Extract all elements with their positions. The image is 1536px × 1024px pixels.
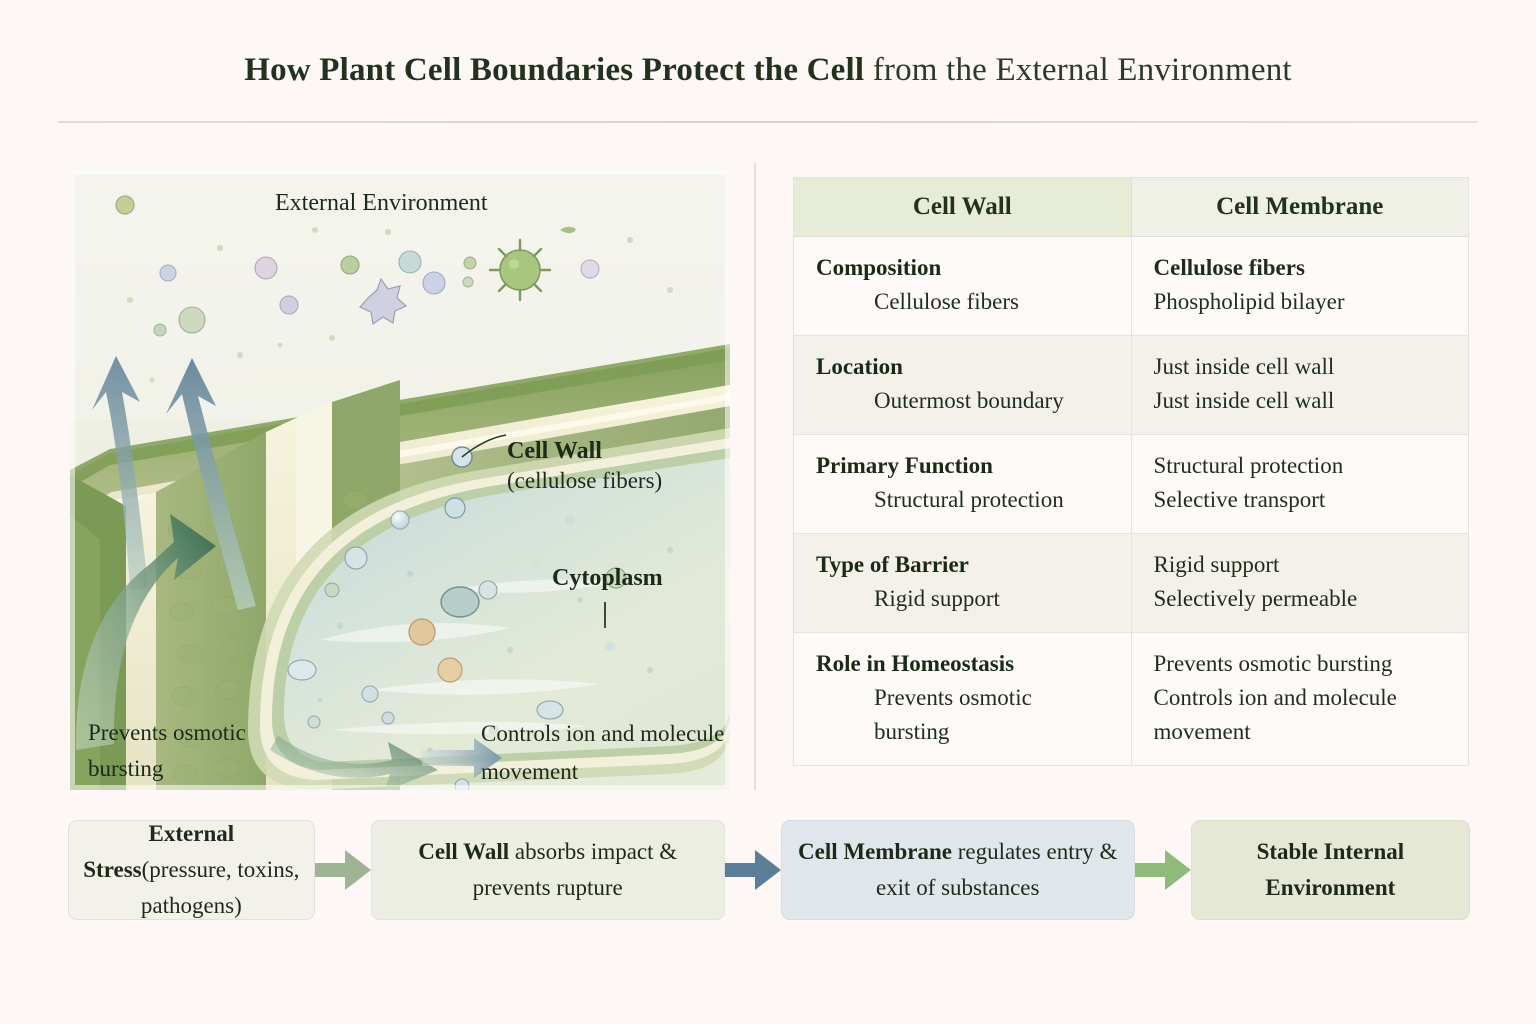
page-title-light: from the External Environment [864, 52, 1292, 88]
row-label: Location [816, 353, 903, 379]
flow-step-strong: Cell Membrane [798, 839, 952, 864]
row-value-membrane: Prevents osmotic bursting [1153, 650, 1393, 676]
label-controls-ion-movement: Controls ion and molecule movement [481, 721, 725, 784]
row-value-wall: Cellulose fibers [874, 288, 1019, 314]
cytoplasm-particles [287, 434, 673, 753]
table-header-cell-membrane: Cell Membrane [1131, 178, 1468, 237]
page-title: How Plant Cell Boundaries Protect the Ce… [0, 52, 1536, 89]
outflow-arrows [92, 356, 256, 610]
title-area: How Plant Cell Boundaries Protect the Ce… [0, 52, 1536, 89]
flow-step-0[interactable]: External Stress(pressure, toxins, pathog… [68, 820, 315, 920]
virus-particle [488, 238, 552, 302]
flow-step-strong: Cell Wall [418, 839, 510, 864]
inflow-arrow [75, 514, 216, 750]
row-value-wall: Prevents osmotic bursting [874, 684, 1032, 744]
row-label: Composition [816, 254, 942, 280]
table-header-cell-wall: Cell Wall [794, 178, 1132, 237]
flow-step-strong: External Stress [83, 821, 235, 882]
row-value-wall: Outermost boundary [874, 387, 1064, 413]
label-cell-wall: Cell Wall [507, 438, 602, 464]
row-value-membrane: Just inside cell wall [1153, 387, 1335, 413]
row-value-membrane: Just inside cell wall [1153, 353, 1335, 379]
label-prevents-osmotic-bursting: Prevents osmotic bursting [88, 720, 246, 781]
flow-step-strong: Stable Internal Environment [1256, 839, 1405, 900]
title-divider [58, 121, 1478, 123]
row-value-membrane: Cellulose fibers [1153, 254, 1305, 280]
panel-divider [754, 163, 756, 790]
flow-arrow-0-icon [314, 850, 371, 890]
flow-step-2[interactable]: Cell Membrane regulates entry & exit of … [780, 820, 1135, 920]
flow-arrow-1-icon [724, 850, 781, 890]
flow-step-3[interactable]: Stable Internal Environment [1190, 820, 1470, 920]
plant-cell-illustration: External Environment Cell Wall (cellulos… [70, 170, 730, 790]
external-particles [115, 195, 673, 383]
table-header-row: Cell Wall Cell Membrane [794, 178, 1468, 237]
row-value-membrane: Selectively permeable [1153, 585, 1358, 611]
flow-step-rest: absorbs impact & prevents rupture [472, 839, 678, 900]
page-title-strong: How Plant Cell Boundaries Protect the Ce… [244, 52, 865, 88]
label-cell-wall-sub: (cellulose fibers) [507, 468, 663, 493]
label-external-environment: External Environment [275, 190, 488, 216]
cell-cross-section-svg [70, 170, 730, 790]
row-value-membrane: Rigid support [1153, 551, 1280, 577]
row-value-wall: Rigid support [874, 585, 1000, 611]
flow-arrow-2-icon [1134, 850, 1191, 890]
flow-step-rest: (pressure, toxins, pathogens) [140, 857, 300, 918]
flow-step-1[interactable]: Cell Wall absorbs impact & prevents rupt… [370, 820, 725, 920]
row-label: Primary Function [816, 452, 993, 478]
row-label: Role in Homeostasis [816, 650, 1015, 676]
process-flow: External Stress(pressure, toxins, pathog… [68, 817, 1470, 923]
row-value-membrane: Controls ion and molecule movement [1153, 684, 1397, 744]
label-cytoplasm: Cytoplasm [552, 565, 663, 591]
row-value-membrane: Structural protection [1153, 452, 1344, 478]
flow-step-rest: regulates entry & exit of substances [875, 839, 1118, 900]
row-value-wall: Structural protection [874, 486, 1064, 512]
row-value-membrane: Phospholipid bilayer [1153, 288, 1345, 314]
row-value-membrane: Selective transport [1153, 486, 1326, 512]
row-label: Type of Barrier [816, 551, 969, 577]
